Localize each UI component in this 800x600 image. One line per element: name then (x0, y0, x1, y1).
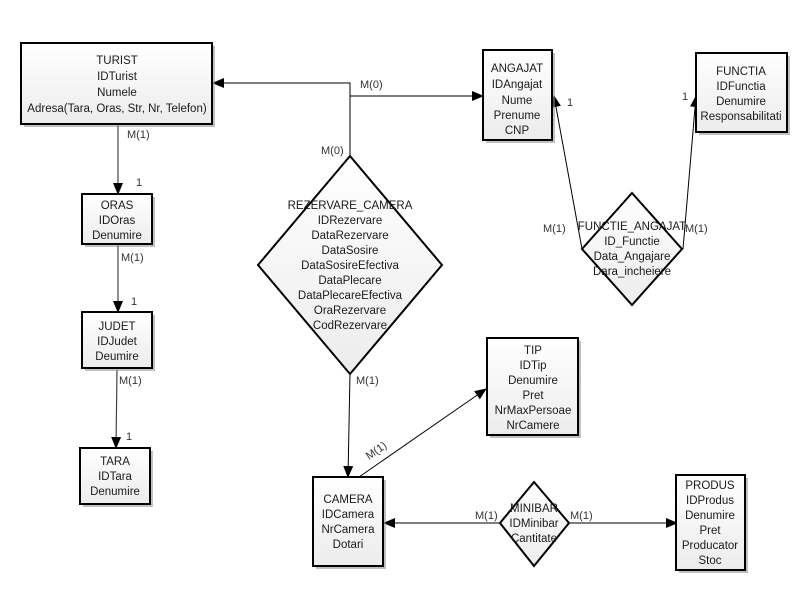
entity-attribute: Prenume (494, 110, 541, 122)
cardinality-label: 1 (131, 296, 137, 308)
relationship-attribute: Data_Angajare (594, 251, 671, 263)
relationship-title: MINIBAR (510, 503, 558, 515)
entity-attribute: IDOras (99, 215, 136, 227)
entity-title: JUDET (98, 321, 135, 333)
entity-attribute: Pret (699, 525, 721, 537)
cardinality-label: M(1) (570, 510, 593, 522)
entity-attribute: Denumire (90, 486, 140, 498)
entity-functia[interactable]: FUNCTIA IDFunctia Denumire Responsabilit… (695, 52, 790, 135)
entity-title: TARA (100, 456, 130, 468)
entity-attribute: NrCamera (321, 524, 375, 536)
entity-attribute: Denumire (716, 96, 766, 108)
entity-attribute: IDProdus (686, 495, 734, 507)
entity-attribute: Stoc (698, 555, 721, 567)
cardinality-label: M(1) (356, 375, 379, 387)
entity-title: PRODUS (685, 480, 735, 492)
entity-turist[interactable]: TURIST IDTurist Numele Adresa(Tara, Oras… (20, 42, 215, 127)
cardinality-label: M(1) (685, 223, 708, 235)
entity-attribute: IDTara (98, 471, 132, 483)
relationship-attribute: CodRezervare (313, 320, 387, 332)
entity-attribute: IDTip (519, 360, 546, 372)
entity-attribute: Numele (97, 87, 137, 99)
entity-attribute: IDAngajat (492, 79, 543, 91)
entity-attribute: CNP (505, 125, 530, 137)
relationship-rezervare-camera[interactable]: REZERVARE_CAMERA IDRezervare DataRezerva… (256, 154, 444, 376)
cardinality-label: M(0) (321, 145, 344, 157)
entity-attribute: IDJudet (97, 336, 137, 348)
entity-tip[interactable]: TIP IDTip Denumire Pret NrMaxPersoae NrC… (486, 337, 581, 438)
entity-attribute: Adresa(Tara, Oras, Str, Nr, Telefon) (27, 103, 207, 115)
entity-attribute: Denumire (685, 510, 735, 522)
entity-attribute: Responsabilitati (700, 111, 781, 123)
cardinality-label: M(1) (119, 375, 142, 387)
entity-produs[interactable]: PRODUS IDProdus Denumire Pret Producator… (675, 474, 748, 573)
entity-attribute: IDCamera (322, 509, 375, 521)
relationship-attribute: ID_Functie (604, 236, 660, 248)
relationship-attribute: Dara_incheiere (593, 266, 671, 278)
cardinality-label: 1 (567, 97, 573, 109)
entity-tara[interactable]: TARA IDTara Denumire (79, 447, 153, 507)
entity-attribute: NrCamere (506, 420, 559, 432)
entity-camera[interactable]: CAMERA IDCamera NrCamera Dotari (312, 476, 386, 569)
relationship-title: REZERVARE_CAMERA (288, 200, 413, 212)
entity-attribute: IDFunctia (716, 81, 766, 93)
cardinality-label: 1 (126, 431, 132, 443)
edge-judet-tara (111, 369, 122, 449)
edge-functie-angajat-angajat (551, 95, 583, 250)
relationship-attribute: DataPlecareEfectiva (298, 290, 403, 302)
entity-title: TIP (524, 345, 542, 357)
relationship-attribute: OraRezervare (314, 305, 386, 317)
entity-title: TURIST (96, 55, 138, 67)
entity-title: CAMERA (323, 494, 373, 506)
relationship-attribute: DataSosireEfectiva (301, 260, 399, 272)
relationship-attribute: DataRezervare (311, 230, 388, 242)
relationship-minibar[interactable]: MINIBAR IDMinibar Cantitate (498, 480, 571, 568)
entity-attribute: Denumire (92, 230, 142, 242)
entity-title: ORAS (101, 200, 134, 212)
entity-title: FUNCTIA (716, 66, 766, 78)
relationship-functie-angajat[interactable]: FUNCTIE_ANGAJAT ID_Functie Data_Angajare… (578, 191, 686, 307)
relationship-attribute: IDMinibar (509, 518, 558, 530)
entity-attribute: IDTurist (97, 71, 138, 83)
edge-functie-angajat-functia (682, 95, 701, 250)
edge-rezervare-camera (343, 372, 354, 478)
cardinality-label: M(1) (543, 223, 566, 235)
entity-attribute: Dotari (333, 539, 364, 551)
relationship-attribute: IDRezervare (318, 215, 383, 227)
entity-attribute: Denumire (508, 375, 558, 387)
entity-attribute: Pret (522, 390, 544, 402)
edge-camera-tip (358, 388, 487, 478)
cardinality-label: M(1) (127, 129, 150, 141)
entity-angajat[interactable]: ANGAJAT IDAngajat Nume Prenume CNP (482, 49, 555, 143)
entity-attribute: Producator (682, 540, 738, 552)
cardinality-label: M(1) (121, 252, 144, 264)
relationship-attribute: DataPlecare (318, 275, 381, 287)
cardinality-label: M(0) (360, 79, 383, 91)
entity-title: ANGAJAT (491, 63, 543, 75)
relationship-attribute: Cantitate (511, 533, 557, 545)
cardinality-label: 1 (136, 177, 142, 189)
entity-attribute: Nume (502, 95, 533, 107)
entity-judet[interactable]: JUDET IDJudet Deumire (81, 311, 155, 371)
entity-oras[interactable]: ORAS IDOras Denumire (81, 193, 155, 247)
edge-rezervare-turist (212, 78, 351, 156)
relationship-attribute: DataSosire (322, 245, 379, 257)
entity-attribute: NrMaxPersoae (495, 405, 572, 417)
cardinality-label: M(1) (475, 510, 498, 522)
relationship-title: FUNCTIE_ANGAJAT (578, 221, 686, 233)
cardinality-label: 1 (682, 91, 688, 103)
entity-attribute: Deumire (95, 351, 138, 363)
